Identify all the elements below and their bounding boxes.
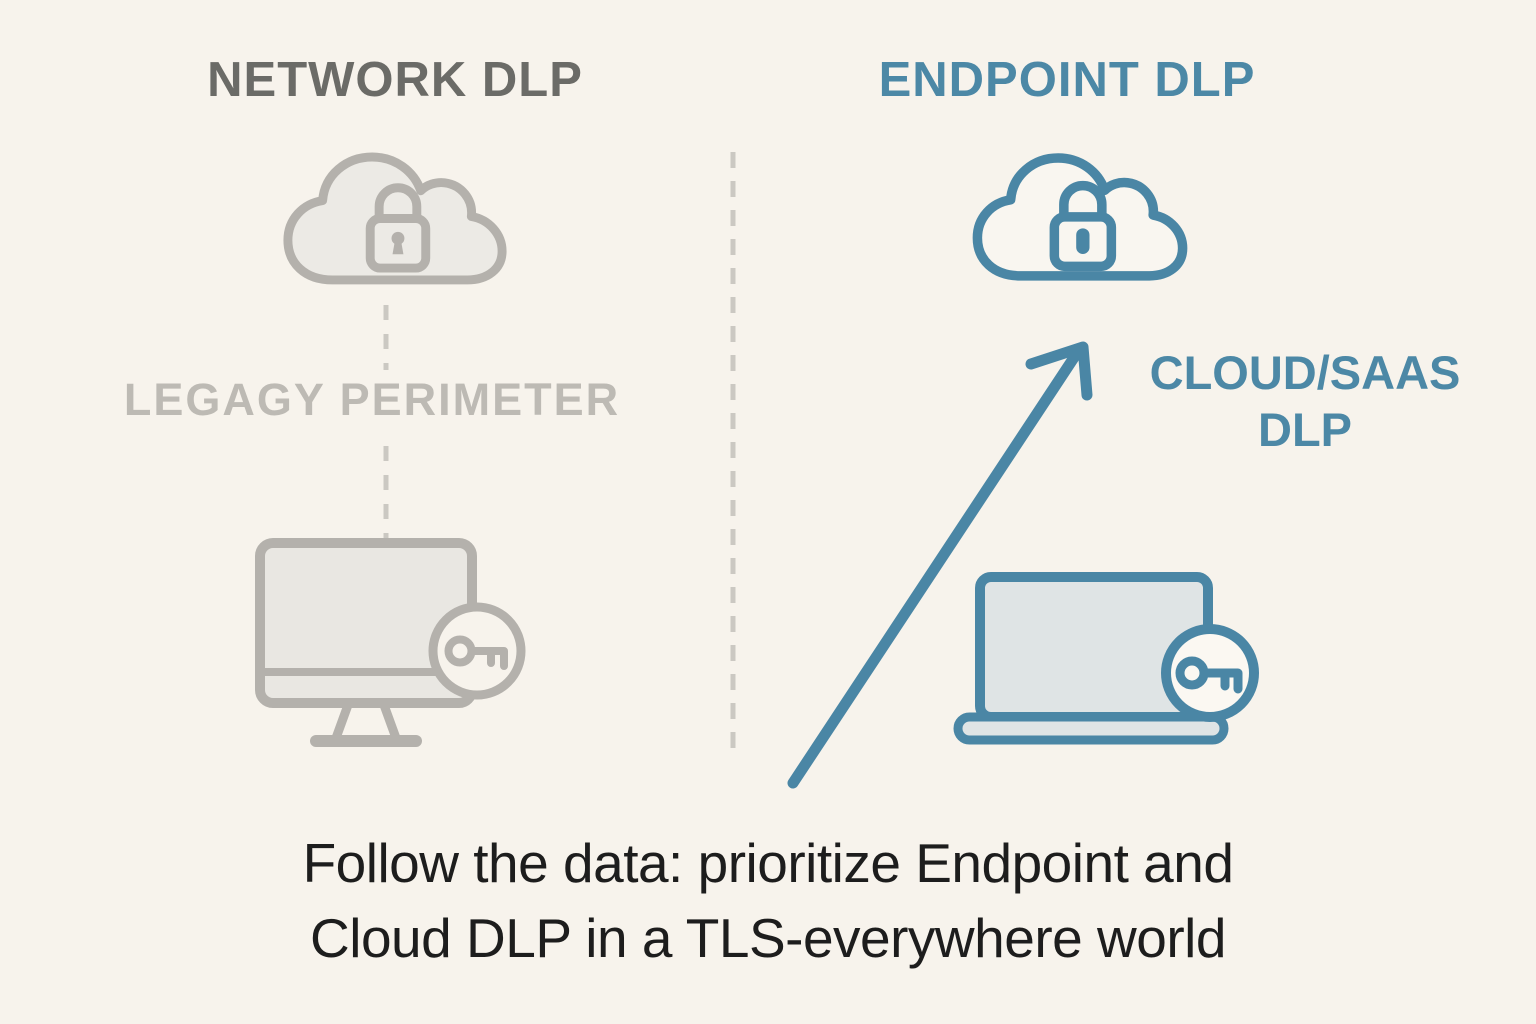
up-right-arrow-icon xyxy=(787,341,1093,789)
cloud-lock-icon xyxy=(283,152,507,285)
diagram-caption: Follow the data: prioritize Endpoint and… xyxy=(0,826,1536,976)
network-dlp-title: NETWORK DLP xyxy=(207,53,583,107)
vertical-dashed-divider xyxy=(730,152,736,752)
laptop-key-icon xyxy=(953,572,1259,745)
caption-line1: Follow the data: prioritize Endpoint and xyxy=(302,832,1234,894)
endpoint-dlp-title: ENDPOINT DLP xyxy=(878,53,1256,107)
legacy-perimeter-label: LEGAGY PERIMETER xyxy=(123,374,621,425)
cloud-saas-label-line1: CLOUD/SAAS xyxy=(1149,346,1461,399)
caption-line2: Cloud DLP in a TLS-everywhere world xyxy=(310,907,1226,969)
cloud-lock-icon xyxy=(972,153,1188,281)
dashed-connector-line xyxy=(383,305,389,544)
cloud-saas-label-line2: DLP xyxy=(1258,403,1352,456)
cloud-saas-dlp-label: CLOUD/SAAS DLP xyxy=(1097,344,1513,458)
monitor-key-icon xyxy=(255,538,526,747)
